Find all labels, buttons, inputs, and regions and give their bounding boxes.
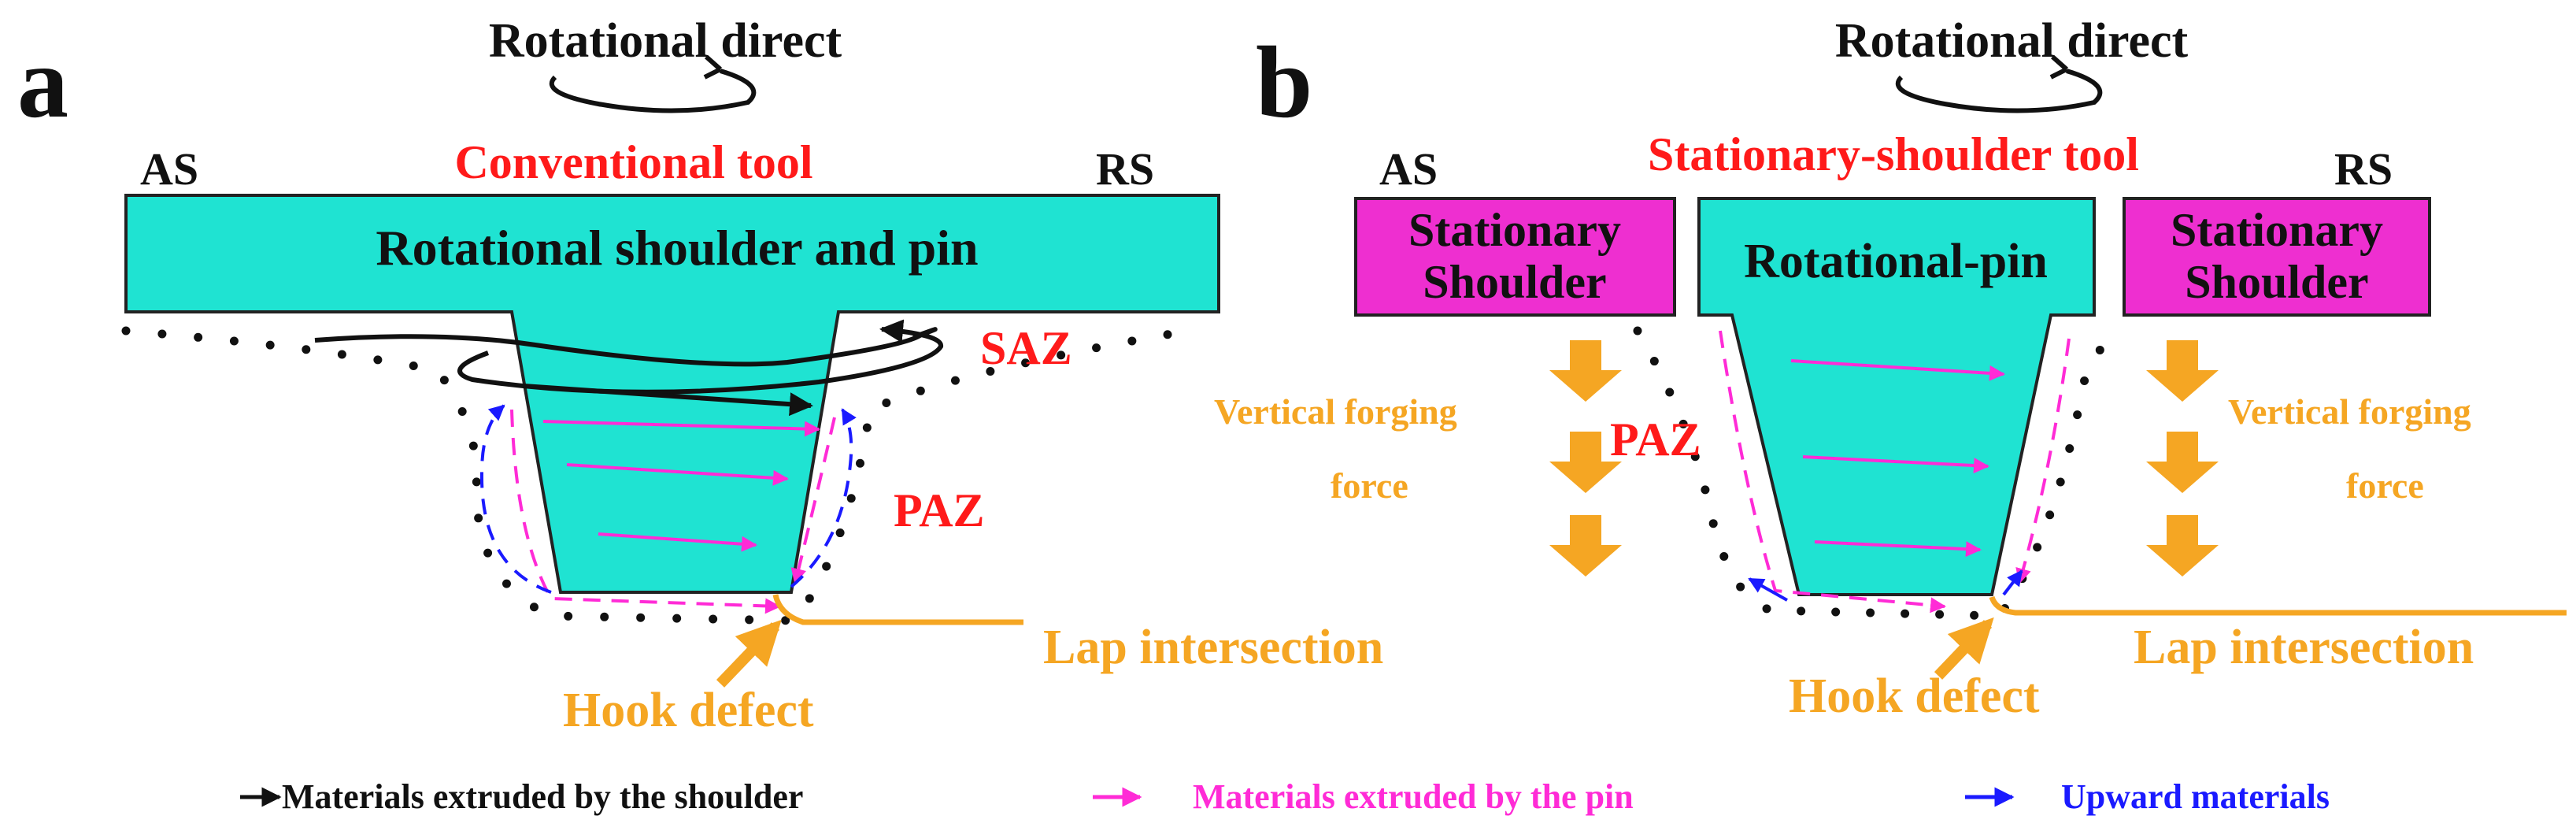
panel-a-tool-title: Conventional tool [454,136,812,188]
panel-b-rotational-direction: Rotational direct [1835,14,2189,68]
panel-a-upward-flow-right [790,408,857,588]
panel-b-hook-arrow [1934,617,1994,680]
rotation-arrow-head-icon [703,54,722,80]
force-arrow-icon [1549,340,1622,402]
panel-a-rotational-direction: Rotational direct [489,14,842,68]
legend: Materials extruded by the shoulder Mater… [240,777,2330,816]
panel-a-hook-label: Hook defect [563,684,814,737]
right-shoulder-label-line2: Shoulder [2185,256,2368,308]
legend-shoulder-label: Materials extruded by the shoulder [282,777,803,816]
panel-b-lap-intersection-line [1989,595,2567,616]
panel-a-hook-arrow [716,619,782,688]
panel-b-side-rs: RS [2334,143,2393,195]
panel-b-pin-flow-arrow-2 [1802,455,1989,474]
left-shoulder-label-line1: Stationary [1408,204,1621,256]
panel-b-pin-label: Rotational-pin [1744,235,2048,288]
force-arrow-icon [2146,340,2219,402]
panel-a-pin-flow-arrow-2 [566,463,789,486]
panel-b-pin-boundary-flow-right [2015,338,2071,584]
panel-a-lap-intersection-line [772,594,1023,625]
panel-b-pin-flow-arrow-1 [1790,359,2005,381]
panel-a-tool-label: Rotational shoulder and pin [376,220,978,276]
panel-a-saz-label: SAZ [980,322,1072,374]
left-vertical-forging-arrows [1549,340,1622,577]
left-force-label-line1: Vertical forging [1214,391,1457,432]
panel-a-side-as: AS [140,143,198,195]
force-arrow-icon [2146,432,2219,493]
right-force-label-line1: Vertical forging [2228,391,2471,432]
panel-a-lap-label: Lap intersection [1043,621,1383,674]
right-vertical-forging-arrows [2146,340,2219,577]
panel-a-upward-flow-left [479,404,552,594]
panel-b-upward-flow-right [2002,569,2023,596]
panel-b-hook-label: Hook defect [1789,669,2040,723]
force-arrow-icon [1549,432,1622,493]
rotation-arrow-icon [1895,69,2103,113]
panel-b-lap-label: Lap intersection [2134,621,2474,674]
panel-b-pin-boundary-flow-left [1719,330,1946,614]
legend-upward-label: Upward materials [2061,777,2330,816]
panel-a-pin-flow-arrow-1 [542,420,820,437]
panel-a-pin-flow-arrow-3 [598,532,757,552]
left-shoulder-label-line2: Shoulder [1423,256,1606,308]
panel-a-shoulder-swirl-lower [457,319,943,395]
legend-pin-label: Materials extruded by the pin [1193,777,1634,816]
right-stationary-shoulder [2123,197,2431,317]
rotation-arrow-icon [549,69,757,113]
panel-b-tool-title: Stationary-shoulder tool [1648,128,2139,180]
left-stationary-shoulder [1354,197,1676,317]
panel-b-letter: b [1256,26,1312,139]
panel-b-pin-flow-arrow-3 [1814,540,1982,558]
rotational-pin [1697,197,2096,596]
right-force-label-line2: force [2346,465,2424,506]
panel-a: a Rotational direct Conventional tool AS… [17,14,1383,737]
panel-b-paz-label: PAZ [1610,413,1701,465]
panel-a-pin-boundary-flow-right [790,417,836,584]
panel-b-side-as: AS [1379,143,1438,195]
panel-b-upward-flow-left [1748,577,1788,602]
panel-a-side-rs: RS [1096,143,1154,195]
right-shoulder-label-line1: Stationary [2171,204,2383,256]
panel-b: b Rotational direct Stationary-shoulder … [1214,14,2567,723]
panel-a-stir-zone-boundary [121,326,1194,625]
rotation-arrow-head-icon [2049,54,2068,80]
panel-a-shoulder-extrusion-arrow [523,384,813,417]
force-arrow-icon [1549,515,1622,577]
left-force-label-line2: force [1331,465,1408,506]
force-arrow-icon [2146,515,2219,577]
panel-a-letter: a [17,26,68,139]
panel-a-paz-label: PAZ [894,484,985,536]
